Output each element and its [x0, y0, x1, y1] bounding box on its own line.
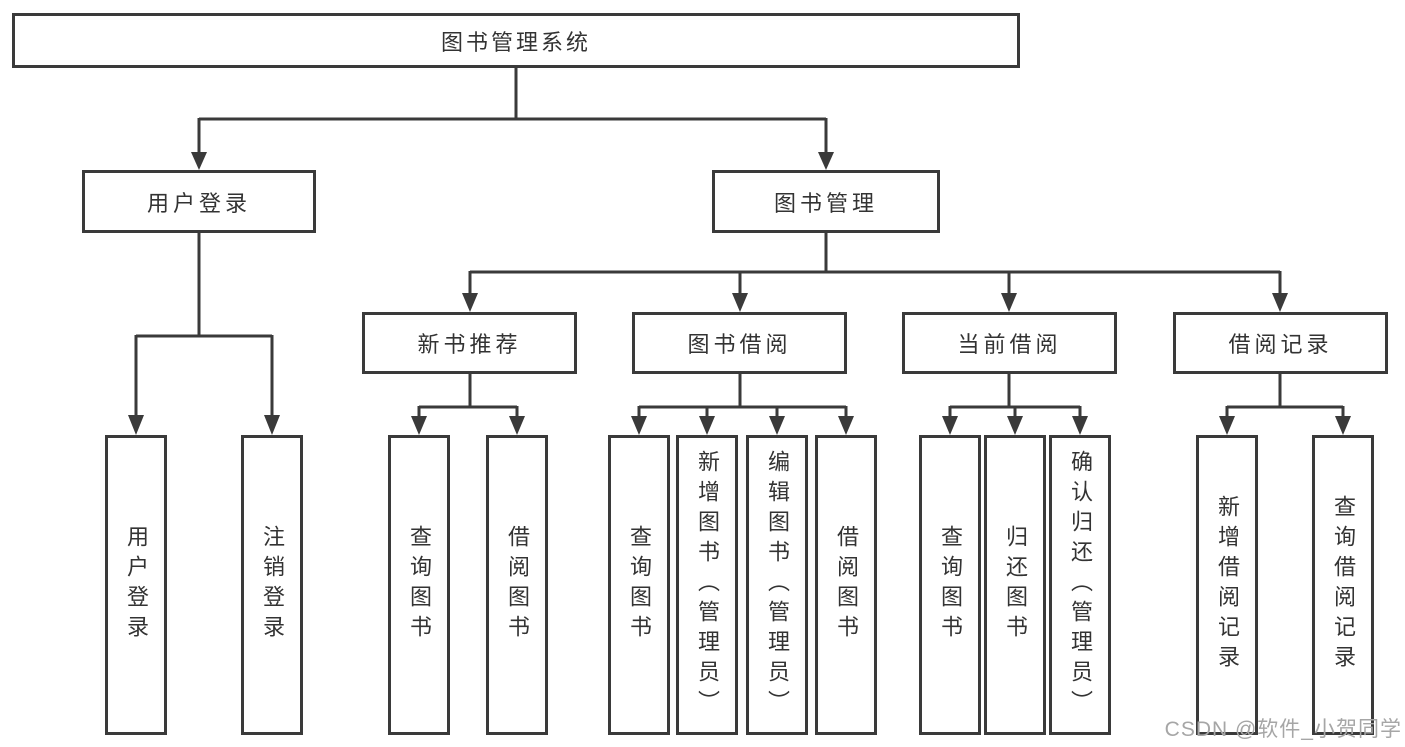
node-root-label: 图书管理系统	[440, 29, 591, 55]
node-leaf-borrow-borrow-books: 借阅图书	[815, 435, 877, 735]
node-leaf-borrow-borrow-books-label: 借阅图书	[834, 525, 859, 645]
node-leaf-borrow-query-books: 查询图书	[608, 435, 670, 735]
connector-borrow-records-branch	[1219, 374, 1351, 435]
node-book-borrow-label: 图书借阅	[687, 332, 792, 357]
node-leaf-logout: 注销登录	[241, 435, 303, 735]
node-leaf-current-return-books: 归还图书	[984, 435, 1046, 735]
node-book-management-label: 图书管理	[773, 190, 878, 216]
node-leaf-current-return-books-label: 归还图书	[1003, 525, 1028, 645]
node-new-book-recommend-label: 新书推荐	[417, 332, 522, 357]
node-leaf-current-confirm-return-admin: 确认归还（管理员）	[1049, 435, 1111, 735]
connector-root-to-level2	[191, 68, 834, 170]
node-user-login-label: 用户登录	[146, 190, 251, 216]
node-leaf-borrow-add-books-admin-label: 新增图书（管理员）	[695, 450, 720, 720]
node-current-borrow: 当前借阅	[902, 312, 1117, 374]
node-user-login: 用户登录	[82, 170, 316, 233]
node-borrow-records: 借阅记录	[1173, 312, 1388, 374]
node-leaf-borrow-edit-books-admin-label: 编辑图书（管理员）	[765, 450, 790, 720]
node-leaf-current-query-books-label: 查询图书	[938, 525, 963, 645]
node-new-book-recommend: 新书推荐	[362, 312, 577, 374]
node-leaf-records-query-record-label: 查询借阅记录	[1331, 495, 1356, 675]
node-current-borrow-label: 当前借阅	[957, 332, 1062, 357]
node-root: 图书管理系统	[12, 13, 1020, 68]
node-borrow-records-label: 借阅记录	[1228, 332, 1333, 357]
connector-book-borrow-branch	[631, 374, 854, 435]
node-leaf-current-query-books: 查询图书	[919, 435, 981, 735]
node-leaf-logout-label: 注销登录	[260, 525, 285, 645]
node-book-management: 图书管理	[712, 170, 940, 233]
node-leaf-records-add-record-label: 新增借阅记录	[1215, 495, 1240, 675]
node-leaf-borrow-query-books-label: 查询图书	[627, 525, 652, 645]
connector-current-borrow-branch	[942, 374, 1088, 435]
node-leaf-recommend-query-books: 查询图书	[388, 435, 450, 735]
node-leaf-borrow-edit-books-admin: 编辑图书（管理员）	[746, 435, 808, 735]
csdn-watermark: CSDN @软件_小贺同学	[1164, 718, 1402, 741]
connector-new-book-branch	[411, 374, 525, 435]
node-leaf-recommend-borrow-books-label: 借阅图书	[505, 525, 530, 645]
node-leaf-recommend-query-books-label: 查询图书	[407, 525, 432, 645]
node-leaf-records-add-record: 新增借阅记录	[1196, 435, 1258, 735]
node-leaf-records-query-record: 查询借阅记录	[1312, 435, 1374, 735]
node-leaf-user-login-label: 用户登录	[124, 525, 149, 645]
node-leaf-recommend-borrow-books: 借阅图书	[486, 435, 548, 735]
connector-book-management-branch	[462, 233, 1288, 312]
node-leaf-current-confirm-return-admin-label: 确认归还（管理员）	[1068, 450, 1093, 720]
node-book-borrow: 图书借阅	[632, 312, 847, 374]
node-leaf-user-login: 用户登录	[105, 435, 167, 735]
node-leaf-borrow-add-books-admin: 新增图书（管理员）	[676, 435, 738, 735]
connector-user-login-branch	[128, 233, 280, 435]
